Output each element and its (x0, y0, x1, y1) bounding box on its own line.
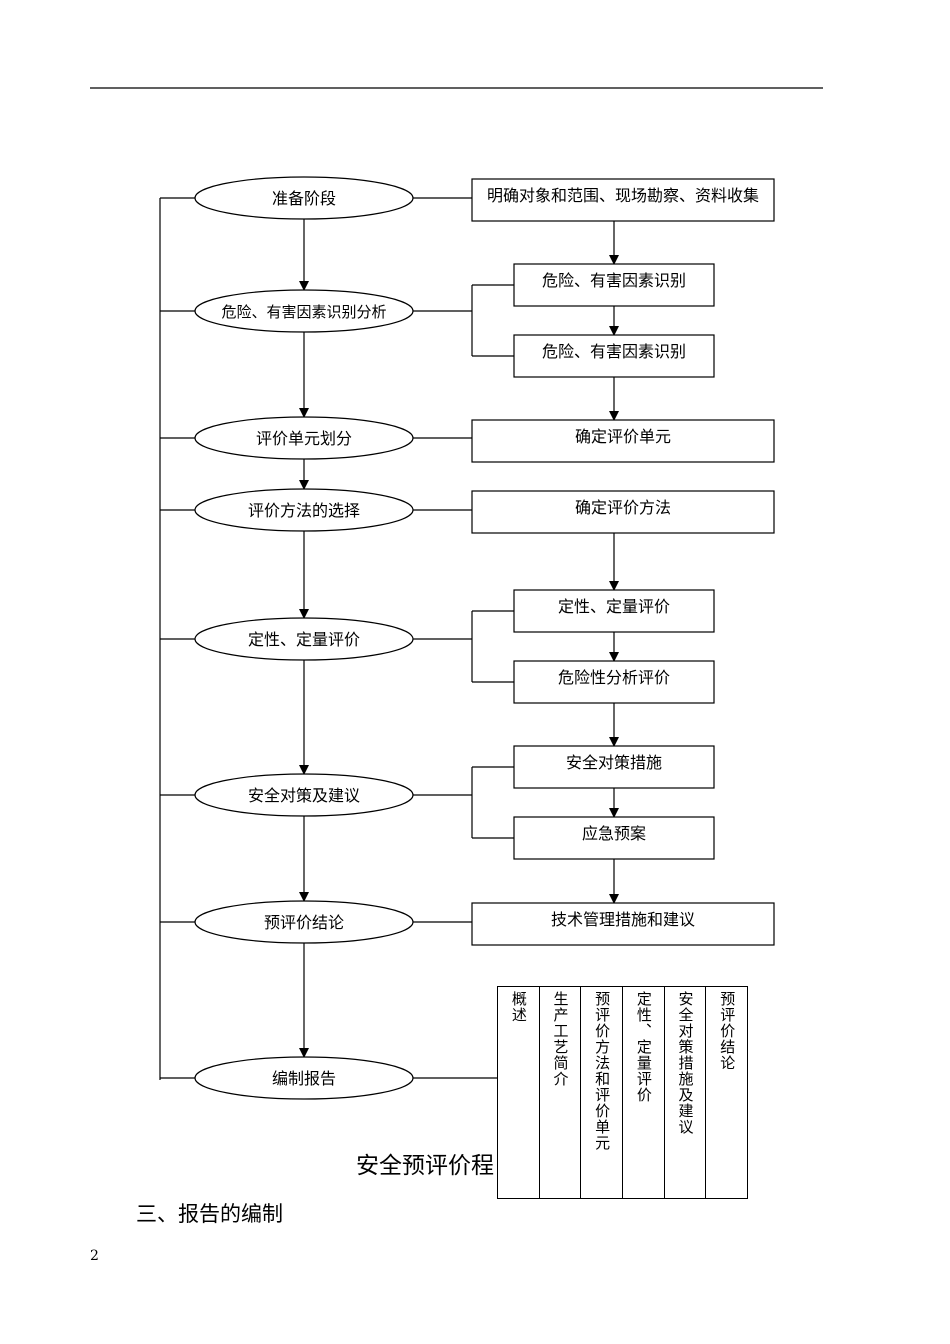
stage-label: 安全对策及建议 (248, 786, 360, 805)
stage-ellipse (194, 1056, 414, 1100)
task-box (513, 263, 715, 307)
stage-ellipse (194, 617, 414, 661)
stage-ellipse (194, 416, 414, 460)
task-label: 危险性分析评价 (558, 668, 670, 687)
task-box (471, 419, 775, 463)
task-label: 确定评价单元 (575, 427, 671, 446)
report-contents-column: 安全对策措施及建议 (665, 987, 707, 1198)
report-contents-item: 预评价结论 (718, 991, 737, 1071)
task-label: 危险、有害因素识别 (542, 271, 686, 290)
stage-label: 预评价结论 (264, 913, 344, 932)
task-box (471, 902, 775, 946)
report-contents-item: 概述 (509, 991, 528, 1023)
figure-caption: 安全预评价程 (356, 1153, 494, 1179)
task-box (513, 334, 715, 378)
report-contents-column: 预评价结论 (706, 987, 747, 1198)
stage-label: 评价方法的选择 (248, 501, 360, 520)
report-contents-column: 生产工艺简介 (540, 987, 582, 1198)
stage-ellipse (194, 773, 414, 817)
task-label: 技术管理措施和建议 (551, 910, 695, 929)
report-contents-column: 预评价方法和评价单元 (581, 987, 624, 1198)
task-label: 定性、定量评价 (558, 597, 670, 616)
task-box (513, 589, 715, 633)
report-contents-column: 定性、定量评价 (623, 987, 665, 1198)
stage-ellipse (194, 176, 414, 220)
stage-label: 准备阶段 (272, 189, 336, 208)
task-label: 明确对象和范围、现场勘察、资料收集 (487, 186, 759, 205)
task-label: 应急预案 (582, 824, 646, 843)
report-contents-item: 定性、定量评价 (634, 991, 653, 1103)
report-contents-item: 安全对策措施及建议 (676, 991, 695, 1135)
stage-label: 危险、有害因素识别分析 (221, 303, 386, 321)
report-contents-item: 预评价方法和评价单元 (593, 991, 612, 1151)
task-label: 危险、有害因素识别 (542, 342, 686, 361)
stage-label: 定性、定量评价 (248, 630, 360, 649)
task-label: 确定评价方法 (575, 498, 671, 517)
stage-ellipse (194, 289, 414, 333)
stage-label: 编制报告 (272, 1069, 336, 1088)
report-contents-table: 概述 生产工艺简介 预评价方法和评价单元 定性、定量评价 安全对策措施及建议 预评价结论 (497, 986, 748, 1199)
stage-ellipse (194, 488, 414, 532)
task-box (471, 178, 775, 222)
stage-label: 评价单元划分 (256, 429, 352, 448)
page-number: 2 (90, 1248, 99, 1264)
task-box (513, 745, 715, 789)
task-box (513, 816, 715, 860)
report-contents-item: 生产工艺简介 (551, 991, 570, 1087)
section-heading: 三、报告的编制 (136, 1202, 283, 1226)
report-contents-column: 概述 (498, 987, 540, 1198)
task-box (513, 660, 715, 704)
stage-ellipse (194, 900, 414, 944)
task-label: 安全对策措施 (566, 753, 662, 772)
task-box (471, 490, 775, 534)
